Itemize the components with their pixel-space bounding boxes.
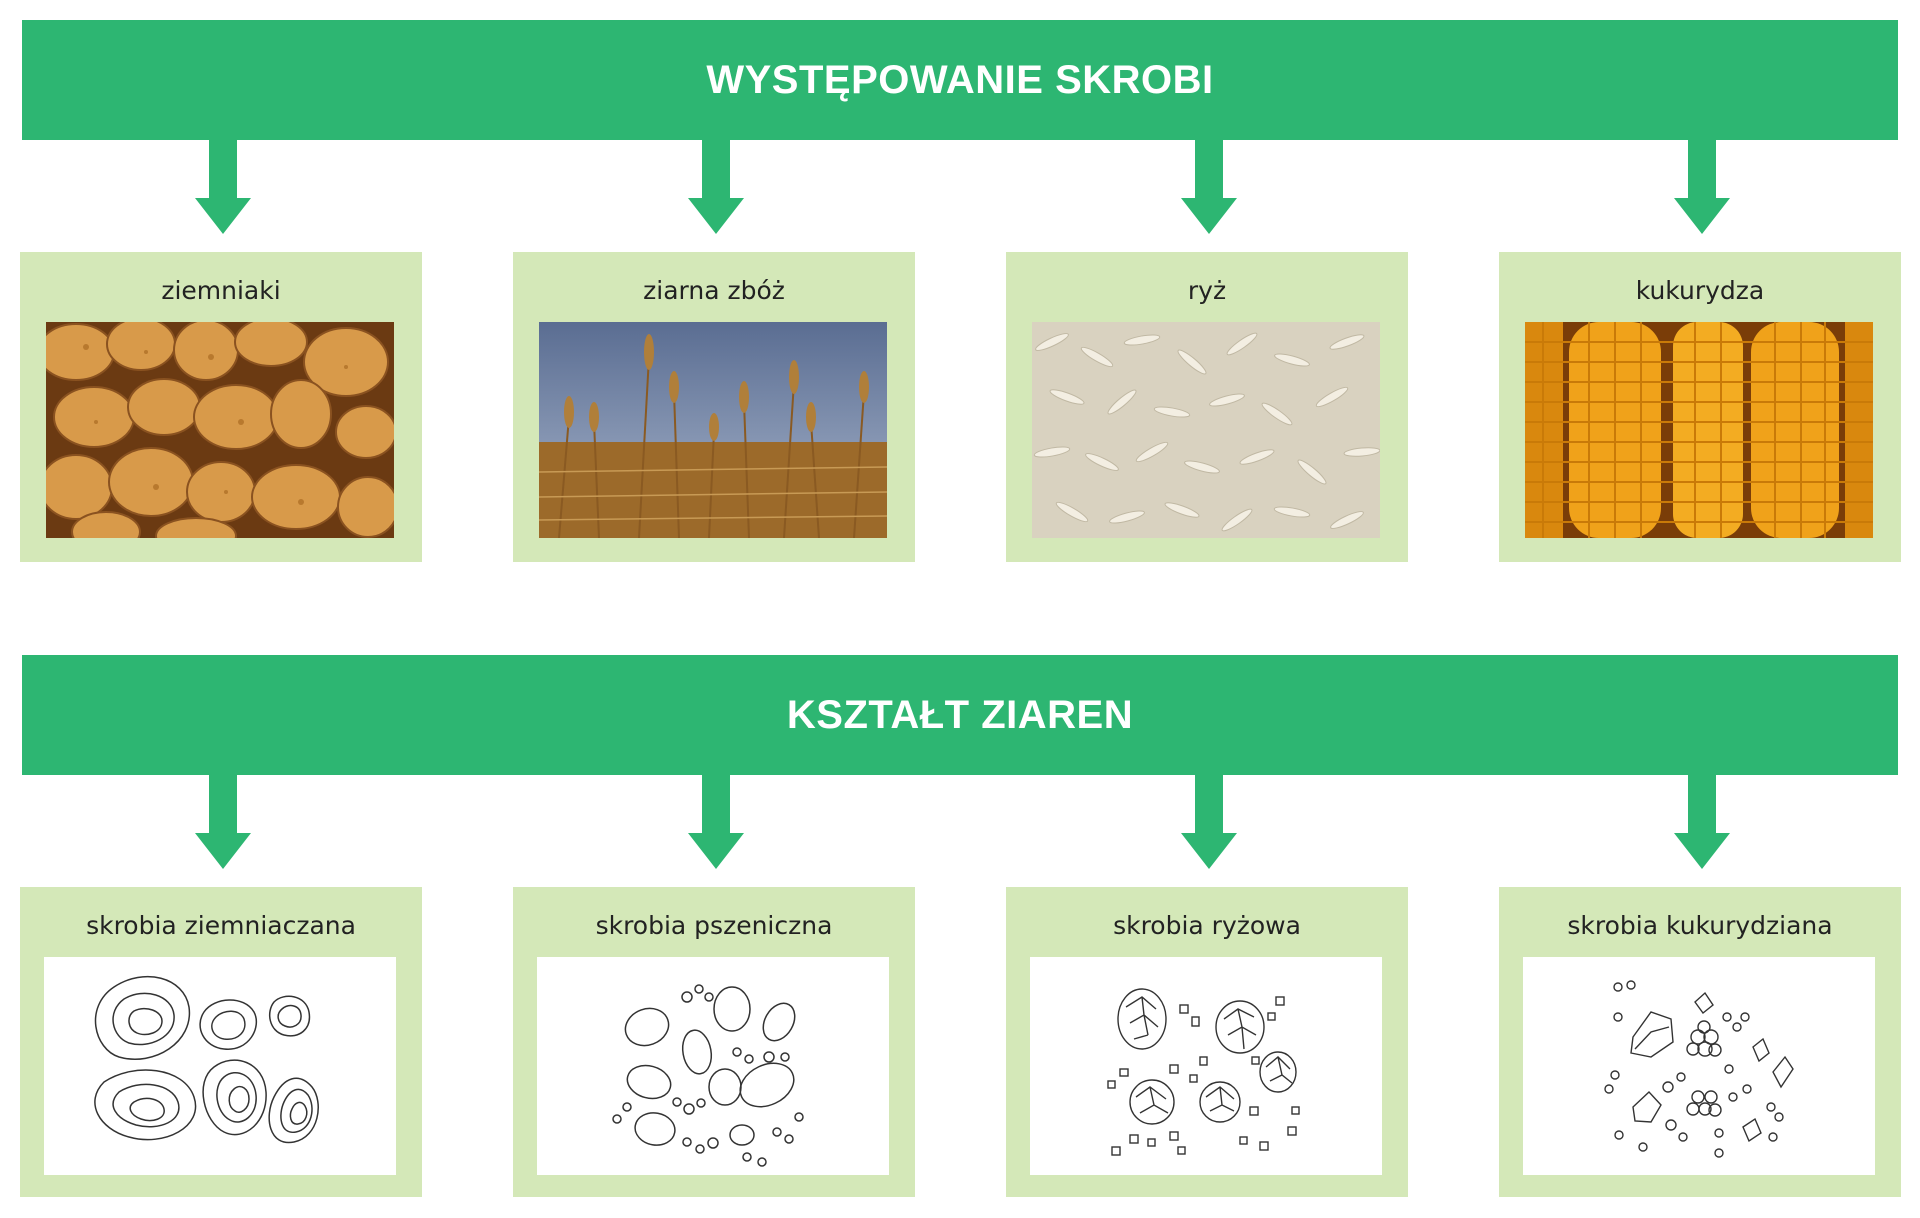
arrow-down-icon [1181, 775, 1237, 869]
rice-starch-granules-drawing [1030, 957, 1382, 1175]
wheat-field-photo [539, 322, 887, 538]
rice-grains-photo [1032, 322, 1380, 538]
potatoes-photo [46, 322, 394, 538]
banner-grain-shape: KSZTAŁT ZIAREN [22, 655, 1898, 775]
card-label: skrobia kukurydziana [1567, 911, 1833, 940]
card-label: skrobia ziemniaczana [86, 911, 356, 940]
arrow-down-icon [195, 775, 251, 869]
card-cereal-grains: ziarna zbóż [513, 252, 915, 562]
potato-starch-granules-drawing [44, 957, 396, 1175]
banner-starch-occurrence: WYSTĘPOWANIE SKROBI [22, 20, 1898, 140]
card-label: ziarna zbóż [643, 276, 785, 305]
arrow-down-icon [1674, 140, 1730, 234]
card-potato-starch: skrobia ziemniaczana [20, 887, 422, 1197]
corn-starch-granules-drawing [1523, 957, 1875, 1175]
card-rice-starch: skrobia ryżowa [1006, 887, 1408, 1197]
arrow-down-icon [1181, 140, 1237, 234]
wheat-starch-granules-drawing [537, 957, 889, 1175]
arrow-down-icon [195, 140, 251, 234]
arrow-down-icon [1674, 775, 1730, 869]
arrow-down-icon [688, 140, 744, 234]
card-rice: ryż [1006, 252, 1408, 562]
card-wheat-starch: skrobia pszeniczna [513, 887, 915, 1197]
card-label: ziemniaki [161, 276, 281, 305]
card-label: kukurydza [1635, 276, 1765, 305]
arrow-down-icon [688, 775, 744, 869]
banner-title: KSZTAŁT ZIAREN [786, 692, 1134, 737]
card-corn: kukurydza [1499, 252, 1901, 562]
card-label: ryż [1187, 276, 1227, 305]
card-label: skrobia ryżowa [1113, 911, 1301, 940]
card-label: skrobia pszeniczna [595, 911, 833, 940]
corn-cobs-photo [1525, 322, 1873, 538]
card-corn-starch: skrobia kukurydziana [1499, 887, 1901, 1197]
card-potatoes: ziemniaki [20, 252, 422, 562]
banner-title: WYSTĘPOWANIE SKROBI [706, 57, 1214, 102]
